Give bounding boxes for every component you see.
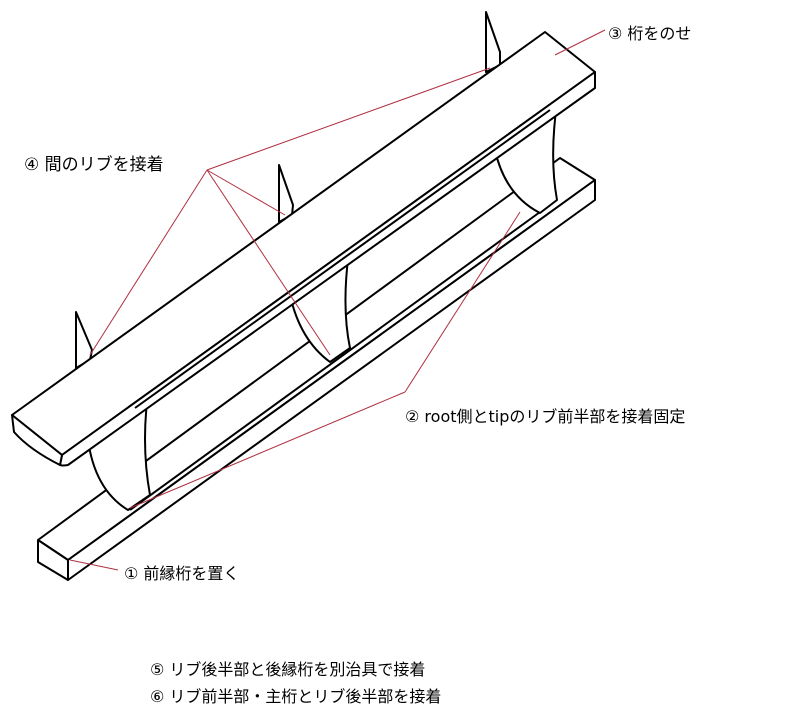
main-spar bbox=[11, 31, 596, 467]
label-step5: ⑤ リブ後半部と後縁桁を別治具で接着 bbox=[150, 660, 426, 679]
leader-lines bbox=[69, 29, 606, 571]
label-step3: ③ 桁をのせ bbox=[608, 24, 692, 43]
label-step4: ④ 間のリブを接着 bbox=[24, 155, 164, 175]
leading-edge-spar bbox=[37, 157, 596, 581]
label-step1: ① 前縁桁を置く bbox=[124, 564, 240, 583]
label-step6: ⑥ リブ前半部・主桁とリブ後半部を接着 bbox=[150, 687, 442, 706]
label-step2: ② root側とtipのリブ前半部を接着固定 bbox=[405, 407, 686, 426]
